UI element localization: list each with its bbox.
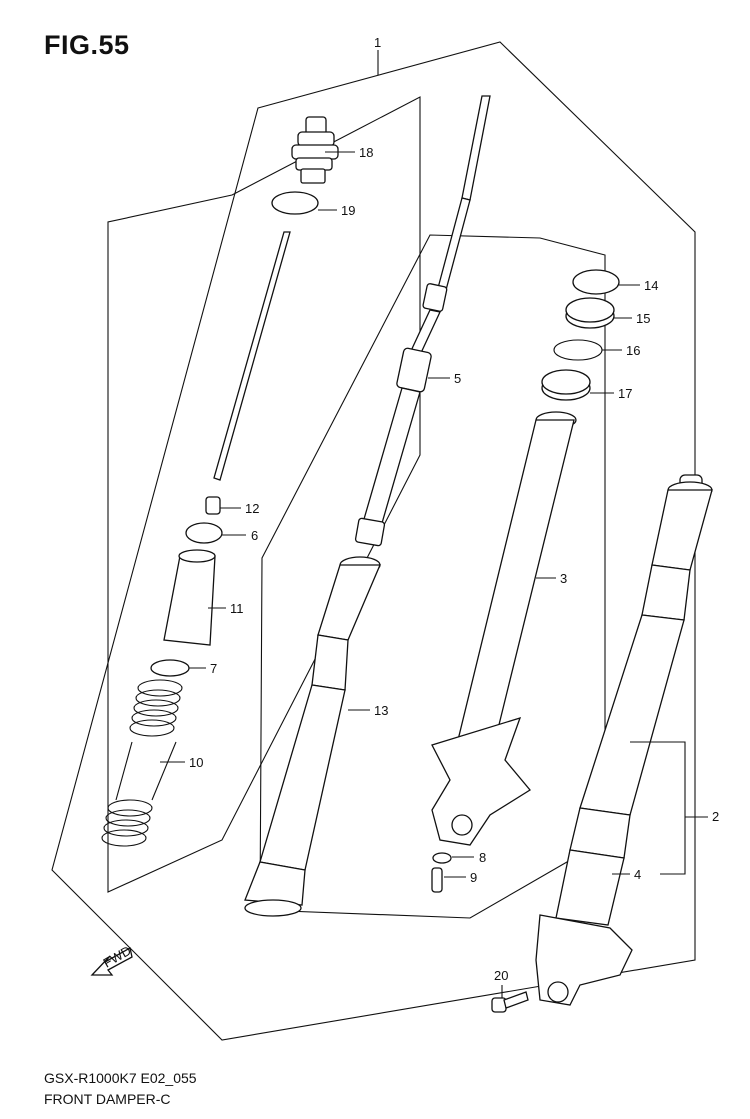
callout-10: 10 (189, 755, 203, 770)
fwd-direction-arrow: FWD (90, 943, 134, 976)
part-14-dust-seal[interactable] (572, 269, 620, 295)
part-4-fork-leg[interactable] (535, 474, 713, 1006)
callout-19: 19 (341, 203, 355, 218)
part-18-cap-bolt[interactable] (291, 116, 339, 184)
part-9-bolt[interactable] (431, 867, 443, 893)
callout-6: 6 (251, 528, 258, 543)
part-15-oil-seal[interactable] (565, 297, 615, 329)
part-spring-guide-rod[interactable] (213, 231, 291, 481)
callout-3: 3 (560, 571, 567, 586)
callout-20: 20 (494, 968, 508, 983)
assembly-frame-inner-center (259, 234, 606, 919)
callout-16: 16 (626, 343, 640, 358)
part-10-spring[interactable] (101, 679, 183, 847)
part-11-spacer[interactable] (163, 549, 216, 646)
part-17-bushing[interactable] (541, 369, 591, 401)
model-code: GSX-R1000K7 E02_055 (44, 1070, 197, 1086)
callout-5: 5 (454, 371, 461, 386)
part-7-washer[interactable] (150, 659, 190, 677)
part-16-stopper-ring[interactable] (553, 339, 603, 361)
callout-8: 8 (479, 850, 486, 865)
callout-leader-lines (160, 50, 708, 998)
part-19-o-ring[interactable] (271, 191, 319, 215)
part-5-damper-assembly[interactable] (354, 95, 491, 547)
callout-9: 9 (470, 870, 477, 885)
part-12-nut[interactable] (205, 496, 221, 515)
callout-1: 1 (374, 35, 381, 50)
assembly-frame-inner-left (107, 96, 421, 893)
part-8-washer[interactable] (432, 852, 452, 864)
callout-4: 4 (634, 867, 641, 882)
callout-2: 2 (712, 809, 719, 824)
figure-title: FIG.55 (44, 30, 130, 60)
part-20-bolt[interactable] (491, 991, 529, 1013)
part-3-inner-tube[interactable] (431, 411, 577, 846)
callout-12: 12 (245, 501, 259, 516)
callout-14: 14 (644, 278, 658, 293)
assembly-frame-outer (51, 41, 696, 1041)
callout-15: 15 (636, 311, 650, 326)
callout-13: 13 (374, 703, 388, 718)
callout-7: 7 (210, 661, 217, 676)
callout-11: 11 (230, 601, 244, 616)
assembly-name: FRONT DAMPER-C (44, 1091, 171, 1107)
part-13-outer-tube[interactable] (244, 556, 381, 917)
part-6-washer[interactable] (185, 522, 223, 544)
callout-18: 18 (359, 145, 373, 160)
callout-17: 17 (618, 386, 632, 401)
